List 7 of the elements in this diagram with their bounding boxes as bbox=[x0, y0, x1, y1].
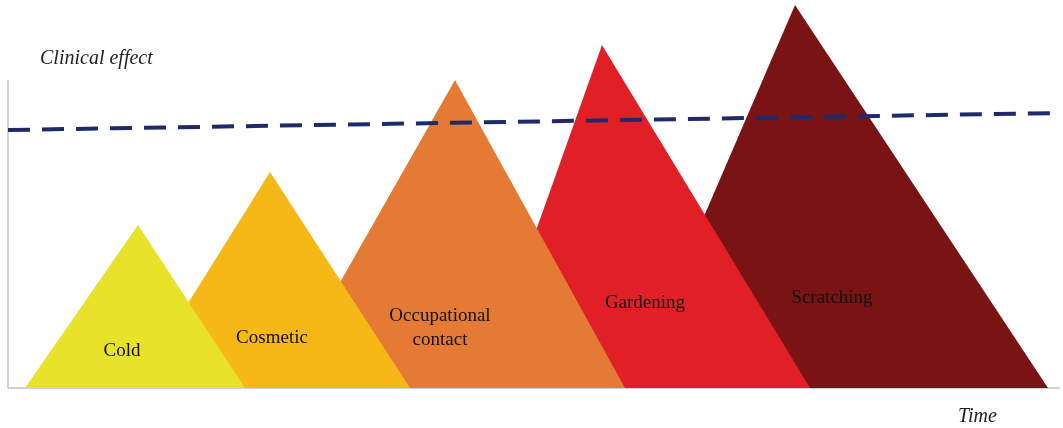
triangle-label: Cosmetic bbox=[235, 325, 309, 349]
triangle-label: Scratching bbox=[790, 285, 874, 309]
triangle-label: Gardening bbox=[603, 290, 687, 314]
triangle-label: Occupational contact bbox=[388, 303, 492, 351]
axis-title: Time bbox=[958, 403, 997, 428]
axis-title: Clinical effect bbox=[40, 45, 153, 71]
triangle-label: Cold bbox=[102, 338, 142, 362]
